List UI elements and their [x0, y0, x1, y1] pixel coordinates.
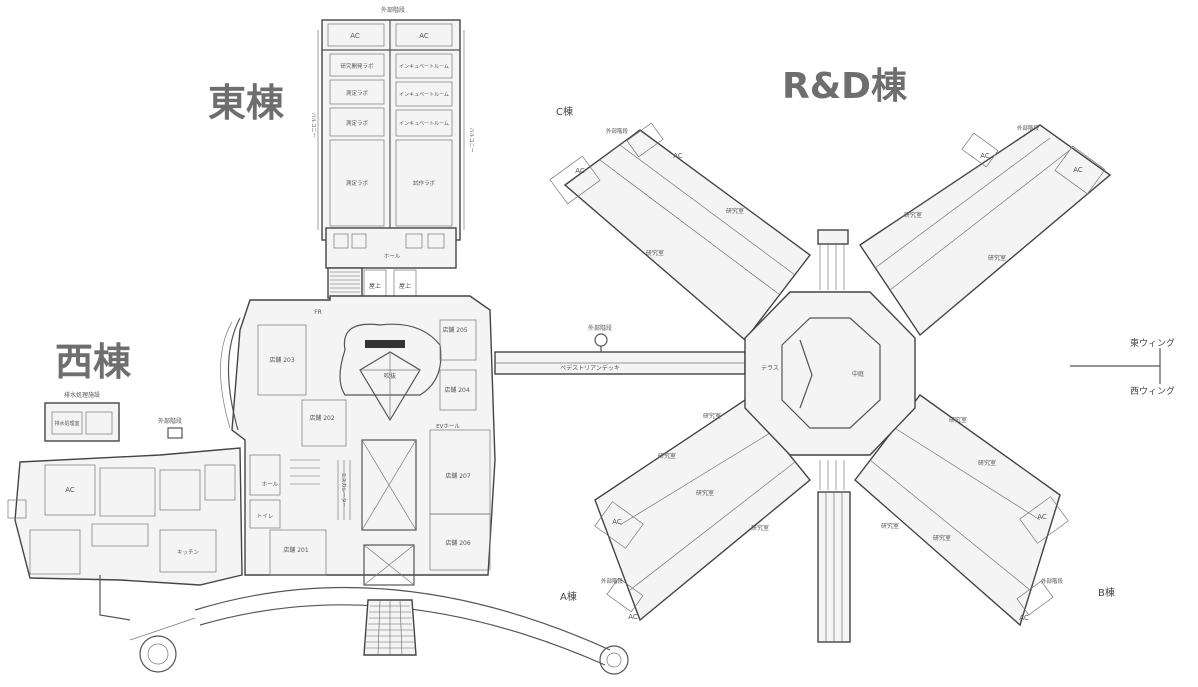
shop-206-label: 店舗 206	[445, 539, 471, 547]
rd-wing-upper-left	[549, 122, 811, 342]
rd-building: テラス 中庭 研究室 研究室 研究室 研究室 研究室 研究室 研究室 研究室 研…	[549, 122, 1112, 643]
pedestrian-deck-label: ペデストリアンデッキ	[560, 364, 620, 372]
rd-ac-6: AC	[628, 613, 638, 621]
ev-hall-label: EVホール	[436, 423, 460, 430]
rd-courtyard	[781, 317, 881, 429]
east-stairs-top-label: 外部階段	[381, 6, 405, 14]
wing-a-label: A棟	[560, 590, 577, 603]
courtyard-label: 中庭	[852, 370, 864, 378]
rd-lab-10: 研究室	[751, 524, 769, 532]
rd-ac-8: AC	[1019, 614, 1029, 622]
rd-stairs-4: 外部階段	[1041, 577, 1064, 585]
rd-ac-2: AC	[673, 152, 683, 160]
toilet-label: トイレ	[257, 514, 274, 520]
west-hall-label: ホール	[262, 481, 279, 488]
rd-building-title: R&D棟	[782, 66, 908, 107]
rd-lab-11: 研究室	[881, 522, 899, 530]
east-room-right-2: インキュベートルーム	[399, 92, 449, 98]
east-roof-right: 屋上	[399, 282, 411, 290]
central-mall: 店舗 205 店舗 203 店舗 202 店舗 204 店舗 207 店舗 20…	[231, 295, 496, 586]
rd-lab-3: 研究室	[904, 211, 922, 219]
rd-stairs-3: 外部階段	[601, 577, 624, 585]
west-wing-label: 西ウィング	[1130, 385, 1175, 397]
east-ac-right-label: AC	[419, 32, 429, 40]
wing-b-label: B棟	[1098, 586, 1115, 599]
rd-lab-4: 研究室	[988, 254, 1006, 262]
wing-legend: 東ウィング 西ウィング	[1070, 337, 1175, 397]
west-stairs-label: 外部階段	[158, 417, 182, 425]
east-hall-label: ホール	[384, 253, 401, 260]
east-building-outline	[321, 19, 461, 241]
rd-lab-7: 研究室	[949, 416, 967, 424]
fr-label: FR	[314, 309, 322, 316]
east-room-right-1: インキュベートルーム	[399, 64, 449, 70]
rd-ac-1: AC	[575, 167, 585, 175]
central-mall-outline	[231, 295, 496, 576]
water-treatment-facility	[44, 402, 120, 442]
shop-201-label: 店舗 201	[283, 546, 309, 554]
west-building-title: 西棟	[55, 340, 132, 384]
west-building: 排水処理施設 排水処理室 外部階段 AC キッチン ホール	[7, 391, 279, 621]
east-room-right-3: インキュベートルーム	[399, 121, 449, 127]
escalator-label: エスカレーター	[340, 472, 347, 507]
west-ac-label: AC	[65, 486, 75, 494]
rd-lab-9: 研究室	[696, 489, 714, 497]
rd-wing-lower-left	[594, 399, 811, 622]
rd-lab-2: 研究室	[726, 207, 744, 215]
east-room-left-2: 測定ラボ	[346, 89, 369, 97]
east-room-right-4: 試作ラボ	[413, 179, 436, 187]
terrace-label: テラス	[761, 365, 779, 372]
east-room-left-4: 測定ラボ	[346, 179, 369, 187]
rd-ac-3: AC	[980, 152, 990, 160]
shop-205-label: 店舗 205	[442, 326, 468, 334]
east-balcony-left: バルコニー	[310, 113, 316, 138]
rd-stairs-1: 外部階段	[606, 127, 629, 135]
rd-ac-4: AC	[1073, 166, 1083, 174]
rd-lab-5: 研究室	[703, 412, 721, 420]
water-room-label: 排水処理室	[54, 420, 79, 427]
east-balcony-right: バルコニー	[468, 128, 474, 153]
shop-202-label: 店舗 202	[309, 414, 335, 422]
rd-wing-upper-right	[859, 124, 1112, 337]
rd-lab-8: 研究室	[978, 459, 996, 467]
east-room-left-1: 研究開発ラボ	[340, 62, 374, 70]
pedestrian-deck: 外部階段 ペデストリアンデッキ	[494, 324, 746, 375]
shop-207-label: 店舗 207	[445, 472, 471, 480]
rd-central-octagon	[744, 291, 916, 456]
atrium-label: 吹抜	[384, 372, 396, 380]
rd-ac-7: AC	[1037, 513, 1047, 521]
wing-c-label: C棟	[556, 105, 573, 118]
east-building-title: 東棟	[208, 81, 285, 125]
shop-203-label: 店舗 203	[269, 356, 295, 364]
deck-stairs-label: 外部階段	[588, 324, 612, 332]
front-canopy	[129, 586, 629, 675]
west-curved-facade	[227, 317, 241, 431]
kitchen-label: キッチン	[177, 549, 200, 556]
east-room-left-3: 測定ラボ	[346, 119, 369, 127]
rd-wing-lower-right	[854, 394, 1069, 627]
rd-ac-5: AC	[612, 518, 622, 526]
west-building-outline	[14, 447, 243, 586]
water-treatment-label: 排水処理施設	[64, 391, 100, 399]
rd-lab-6: 研究室	[658, 452, 676, 460]
east-building: 外部階段 AC AC 研究開発ラボ 測定ラボ 測定ラボ 測定ラボ インキュベート…	[310, 6, 474, 301]
rd-lab-1: 研究室	[646, 249, 664, 257]
rd-stairs-2: 外部階段	[1017, 124, 1040, 132]
east-wing-label: 東ウィング	[1130, 337, 1175, 349]
shop-204-label: 店舗 204	[444, 386, 470, 394]
east-roof-left: 屋上	[369, 282, 381, 290]
east-ac-left-label: AC	[350, 32, 360, 40]
rd-lab-12: 研究室	[933, 534, 951, 542]
